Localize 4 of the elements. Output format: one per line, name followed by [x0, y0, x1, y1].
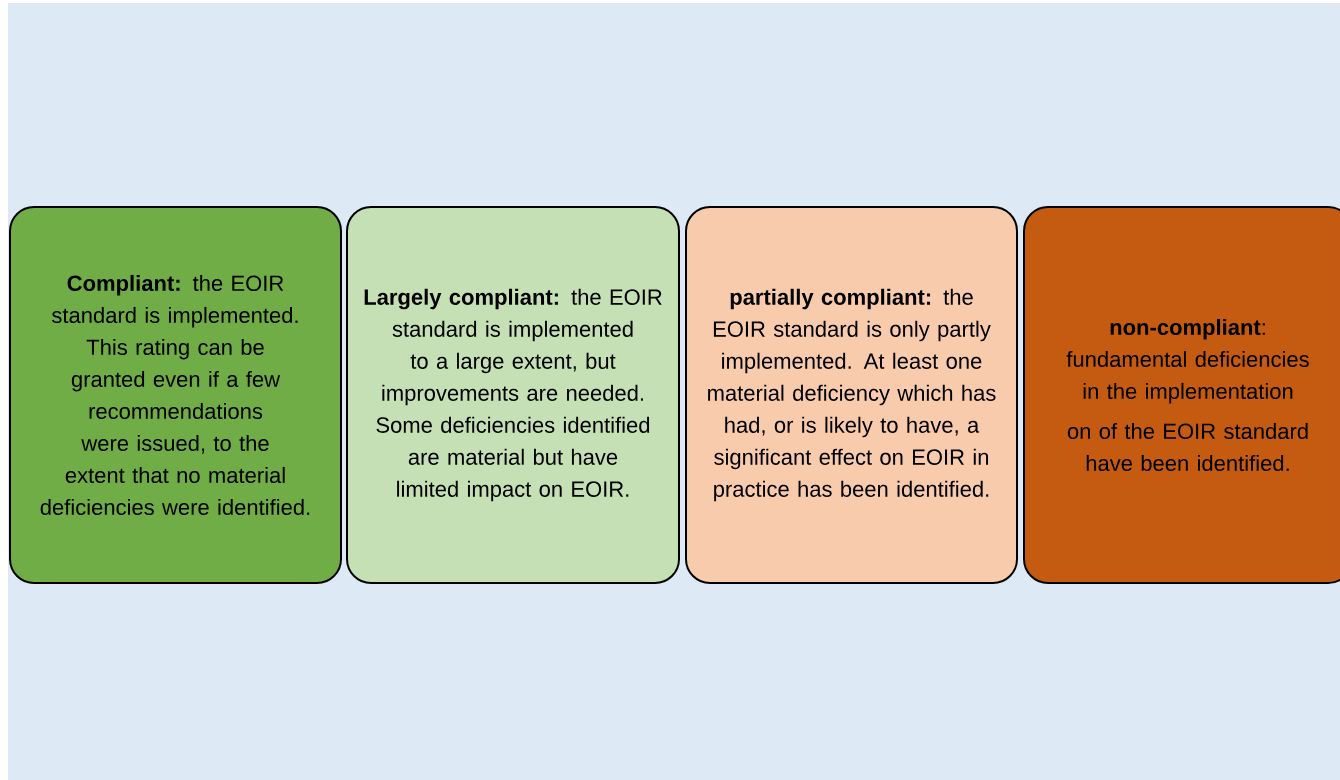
rating-box: Compliant: the EOIR standard is implemented. This rating can be granted even if a few recommendations were issued, to the extent that no material deficiencies were identified.	[9, 206, 342, 584]
rating-box: Largely compliant: the EOIR standard is implemented to a large extent, but improvements are needed. Some deficiencies identified are material but have limited impact on EOIR.	[346, 206, 680, 584]
rating-box: partially compliant: the EOIR standard is only partly implemented. At least one material deficiency which has had, or is likely to have, a significant effect on EOIR in practice has been identified.	[685, 206, 1018, 584]
rating-box: non-compliant: fundamental deficiencies in the implementation on of the EOIR standard have been identified.	[1023, 206, 1340, 584]
